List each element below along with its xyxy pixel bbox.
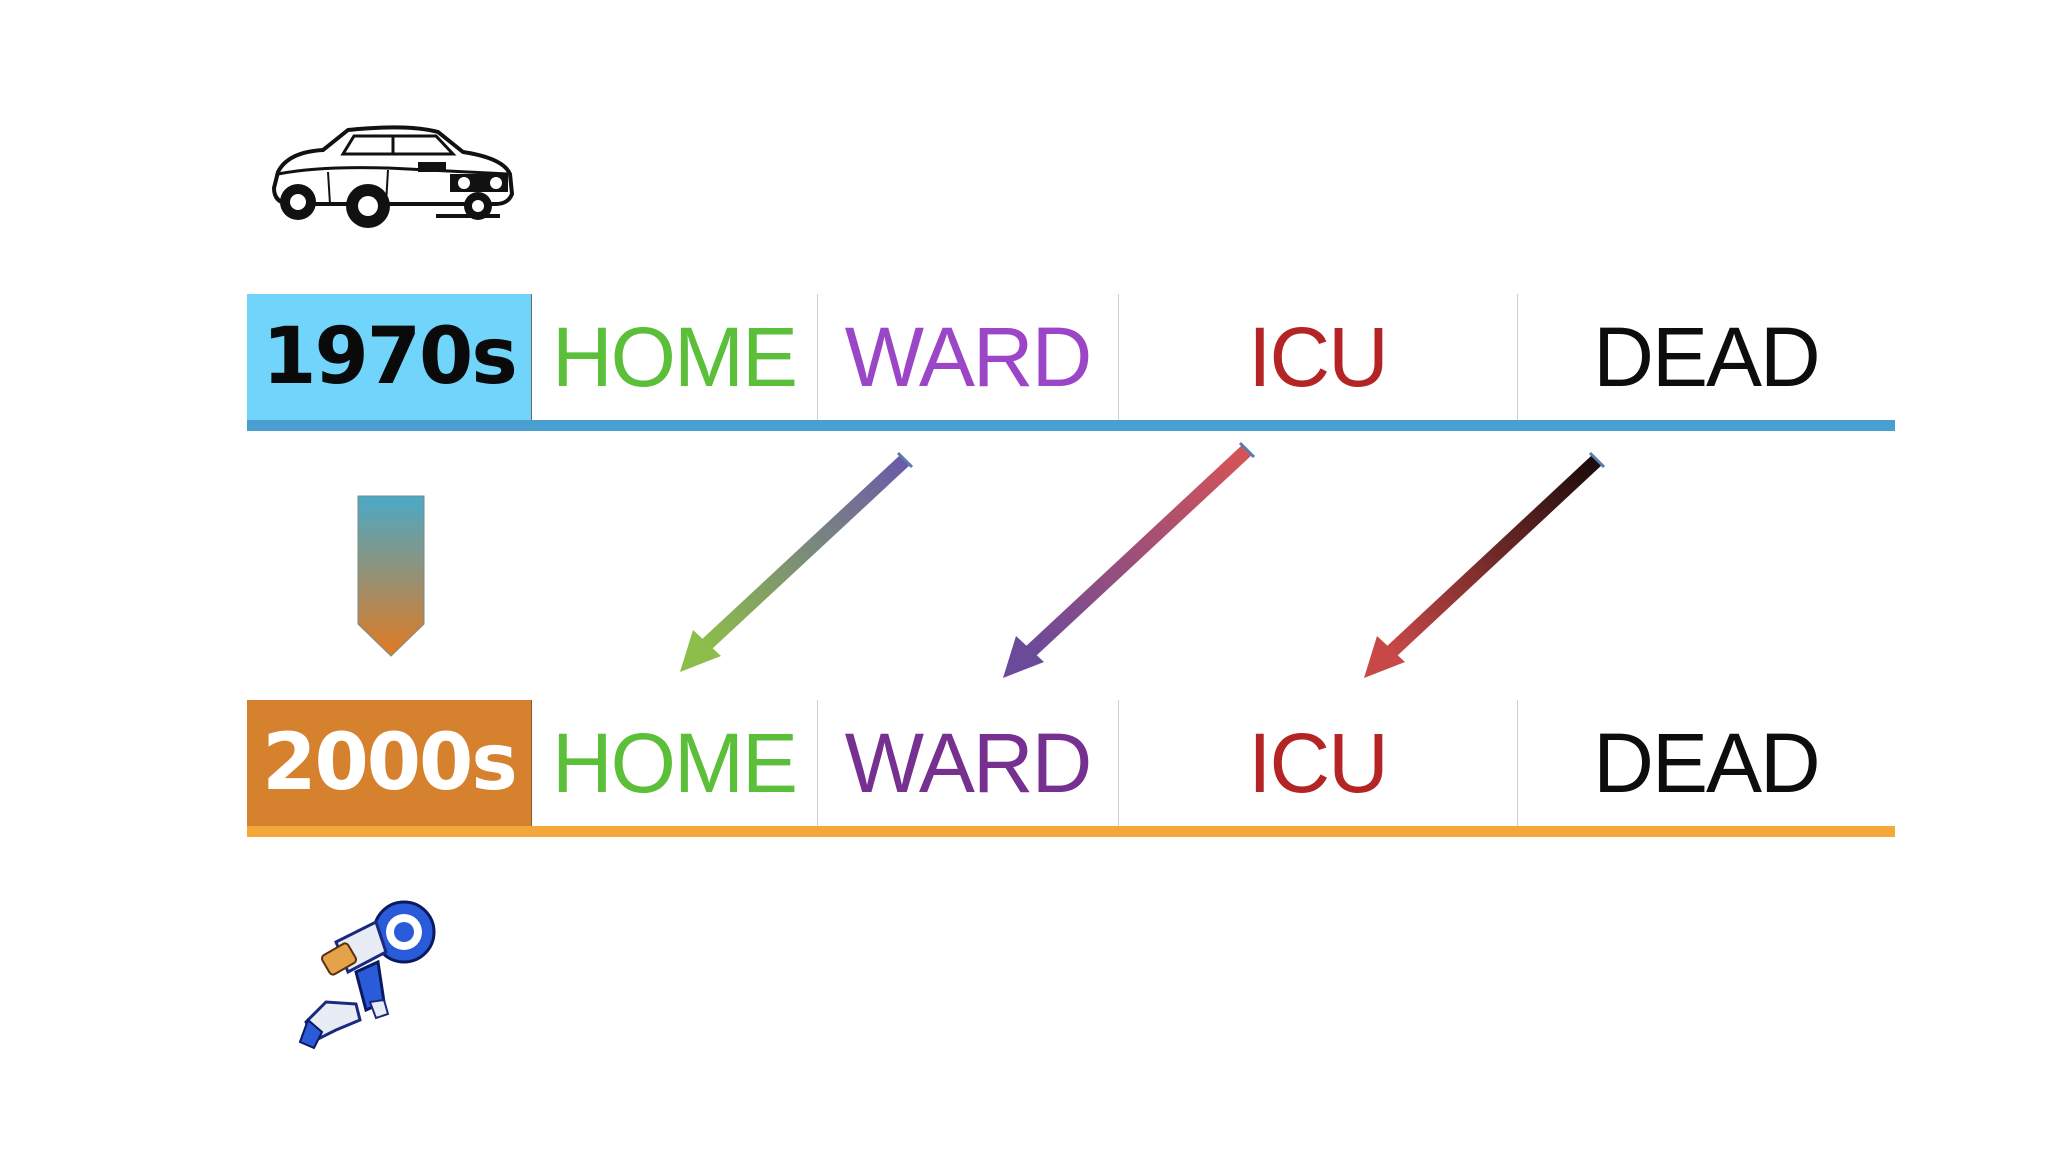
divider [531, 294, 532, 420]
stage-icu-1970s: ICU [1248, 309, 1389, 404]
divider [817, 294, 818, 420]
stage-home-2000s: HOME [552, 715, 798, 810]
divider [1517, 294, 1518, 420]
divider [1517, 700, 1518, 826]
diagonal-arrow-icu-to-ward [1003, 441, 1256, 678]
divider [817, 700, 818, 826]
diagonal-arrow-ward-to-home [680, 451, 914, 672]
robot-icon [298, 900, 436, 1050]
divider [531, 700, 532, 826]
diagonal-arrow-dead-to-icu [1364, 451, 1606, 678]
era-label-1970s: 1970s [247, 294, 531, 420]
muscle-car-icon [271, 125, 515, 228]
baseline-1970s [247, 420, 1895, 431]
era-label-2000s: 2000s [247, 700, 531, 826]
stage-ward-1970s: WARD [844, 309, 1093, 404]
row-1970s: 1970s HOME WARD ICU DEAD [247, 294, 1895, 431]
stage-ward-2000s: WARD [844, 715, 1093, 810]
stage-dead-1970s: DEAD [1593, 309, 1820, 404]
stage-home-1970s: HOME [552, 309, 798, 404]
stage-icu-2000s: ICU [1248, 715, 1389, 810]
stage-dead-2000s: DEAD [1593, 715, 1820, 810]
divider [1118, 294, 1119, 420]
divider [1118, 700, 1119, 826]
row-2000s: 2000s HOME WARD ICU DEAD [247, 700, 1895, 837]
baseline-2000s [247, 826, 1895, 837]
down-arrow-icon [357, 495, 425, 657]
